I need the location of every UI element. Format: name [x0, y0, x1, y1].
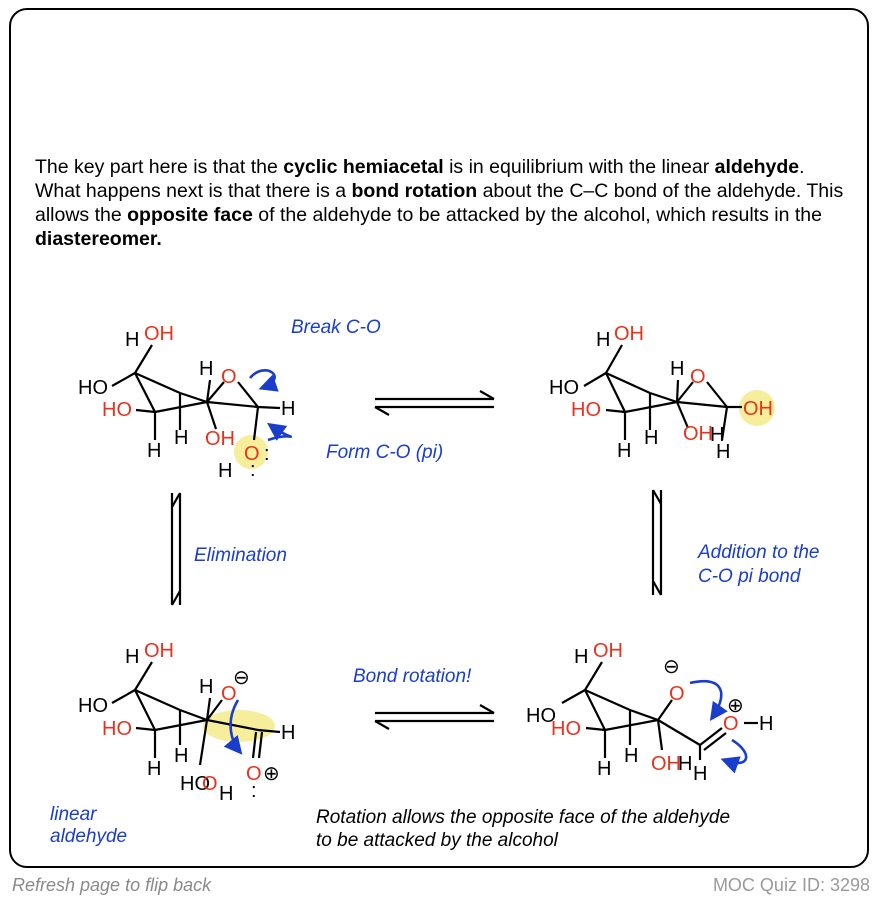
- intro-paragraph: The key part here is that the cyclic hem…: [35, 156, 844, 250]
- negative-charge: ⊖: [233, 667, 250, 689]
- atom-ho: O: [202, 773, 218, 795]
- negative-charge: ⊖: [663, 656, 680, 678]
- atom-oh: OH: [205, 428, 235, 450]
- atom-h: H: [716, 441, 730, 463]
- label-elimination: Elimination: [194, 545, 287, 566]
- atom-ho: HO: [78, 695, 108, 717]
- label-addition-line2: C-O pi bond: [698, 566, 802, 587]
- molecule-rotated-aldehyde: H OH HO HO H H O ⊖ OH H H O ⊕ H: [526, 640, 773, 785]
- atom-h: H: [125, 646, 139, 668]
- equilibrium-arrows-bottom: [374, 704, 495, 730]
- equilibrium-arrows-top: [374, 390, 495, 416]
- atom-ho: HO: [102, 399, 132, 421]
- atom-oh: OH: [614, 323, 644, 345]
- positive-charge: ⊕: [727, 695, 744, 717]
- atom-h: H: [147, 758, 161, 780]
- atom-h: H: [174, 745, 188, 767]
- atom-h: H: [574, 646, 588, 668]
- label-break-c-o: Break C-O: [291, 317, 381, 338]
- ring-oxygen: O: [221, 366, 237, 388]
- atom-ho: HO: [180, 773, 210, 795]
- label-addition-line1: Addition to the: [697, 542, 819, 563]
- atom-h: H: [678, 753, 692, 775]
- atom-h: H: [219, 783, 233, 805]
- atom-h: H: [624, 745, 638, 767]
- arrow-break-c-o: [249, 369, 279, 392]
- ring-oxygen: O: [690, 366, 706, 388]
- atom-h: H: [199, 358, 213, 380]
- molecule-cyclic-hemiacetal-start: H OH HO HO H H H O H OH O : H : Break C-…: [78, 317, 443, 482]
- atom-ho: HO: [551, 718, 581, 740]
- atom-h: H: [670, 358, 684, 380]
- arrow-rotation: [223, 699, 243, 755]
- arrow-attack: [689, 680, 728, 721]
- highlight-oh-2: [739, 390, 775, 426]
- atom-ho: HO: [526, 705, 556, 727]
- term-opposite-face: opposite face: [127, 204, 253, 226]
- term-bond-rotation: bond rotation: [351, 180, 478, 202]
- atom-h: H: [596, 329, 610, 351]
- atom-h: H: [174, 427, 188, 449]
- label-linear: linear: [50, 804, 97, 825]
- positive-charge: ⊕: [263, 763, 280, 785]
- atom-h: H: [710, 424, 724, 446]
- atom-h: H: [644, 427, 658, 449]
- atom-ho: HO: [571, 399, 601, 421]
- atom-h: H: [693, 763, 707, 785]
- atom-h: H: [125, 329, 139, 351]
- atom-ho: HO: [102, 718, 132, 740]
- atom-oh: OH: [593, 640, 623, 662]
- highlight-oh-1: [234, 435, 268, 469]
- term-aldehyde: aldehyde: [714, 156, 800, 178]
- atom-h: H: [759, 713, 773, 735]
- atom-oh: OH: [683, 423, 713, 445]
- anomeric-oh: OH: [743, 398, 773, 420]
- atom-h: H: [218, 460, 232, 482]
- atom-oh: OH: [144, 323, 174, 345]
- hydroxyl-oxygen: O: [244, 443, 260, 465]
- atom-oh: OH: [651, 753, 681, 775]
- arrow-pi-bond: [720, 738, 748, 774]
- label-bond-rotation: Bond rotation!: [353, 666, 472, 687]
- caption-line2: to be attacked by the alcohol: [316, 830, 559, 851]
- label-aldehyde: aldehyde: [50, 826, 127, 847]
- lone-pair: :: [251, 780, 257, 802]
- alkoxide-oxygen: O: [221, 683, 237, 705]
- alkoxide-oxygen: O: [669, 683, 685, 705]
- atom-h: H: [597, 758, 611, 780]
- atom-ho: HO: [78, 377, 108, 399]
- atom-h: H: [281, 722, 295, 744]
- molecule-cyclic-hemiacetal-product: H OH HO HO H H H O OH H H OH: [549, 323, 775, 463]
- arrow-form-c-o: [267, 422, 293, 442]
- equilibrium-arrows-right: [651, 489, 663, 596]
- equilibrium-arrows-left: [170, 492, 182, 606]
- molecule-linear-aldehyde: H OH HO HO H H H O ⊖ H HO O O ⊕ H :: [78, 640, 295, 805]
- atom-ho: HO: [549, 377, 579, 399]
- term-diastereomer: diastereomer.: [35, 228, 162, 250]
- quiz-id: MOC Quiz ID: 3298: [712, 875, 870, 895]
- atom-h: H: [617, 440, 631, 462]
- atom-oh: OH: [144, 640, 174, 662]
- refresh-hint: Refresh page to flip back: [12, 875, 212, 895]
- carbonyl-oxygen: O: [246, 763, 262, 785]
- atom-h: H: [147, 440, 161, 462]
- atom-h: H: [281, 398, 295, 420]
- caption-line1: Rotation allows the opposite face of the…: [316, 807, 730, 828]
- atom-h: H: [199, 676, 213, 698]
- lone-pair: :: [264, 443, 270, 465]
- lone-pair: :: [250, 459, 256, 481]
- label-form-c-o: Form C-O (pi): [326, 442, 443, 463]
- term-cyclic-hemiacetal: cyclic hemiacetal: [283, 156, 444, 178]
